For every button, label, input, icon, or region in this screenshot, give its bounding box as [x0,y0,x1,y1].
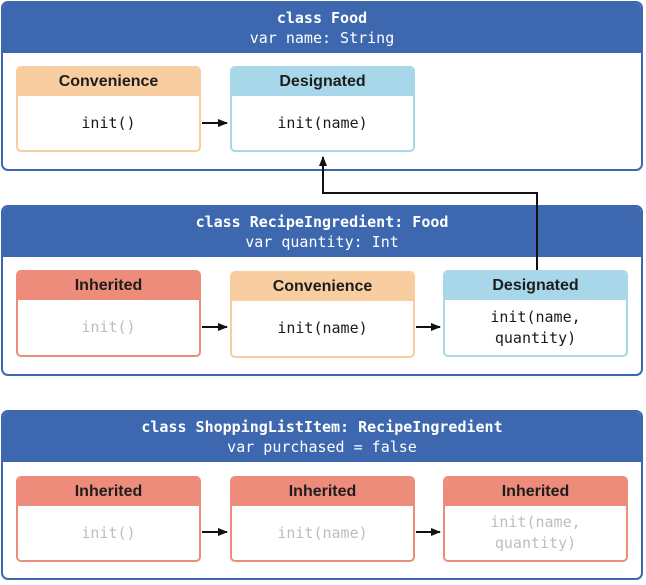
shopping-list-item-class-title: class ShoppingListItem: RecipeIngredient [141,418,503,436]
recipe-ingredient-designated-init: init(name, quantity) [490,307,581,347]
recipe-ingredient-class-header: class RecipeIngredient: Food var quantit… [3,207,641,257]
recipe-ingredient-convenience-init: init(name) [277,319,368,337]
food-designated-init: init(name) [277,113,368,132]
recipe-ingredient-designated-label: Designated [445,272,626,300]
shopping-list-item-inherited-label-2: Inherited [232,478,413,506]
recipe-ingredient-designated-init-box: Designated init(name, quantity) [443,270,628,357]
recipe-ingredient-class-property: var quantity: Int [245,233,399,251]
food-class-header: class Food var name: String [3,3,641,53]
food-convenience-init: init() [81,113,136,132]
shopping-list-item-inherited-init-box-3: Inherited init(name, quantity) [443,476,628,562]
food-convenience-init-box: Convenience init() [16,66,201,152]
shopping-list-item-inherited-init-2: init(name) [277,523,368,542]
recipe-ingredient-convenience-label: Convenience [232,273,413,301]
shopping-list-item-inherited-label-3: Inherited [445,478,626,506]
shopping-list-item-inherited-init-box-1: Inherited init() [16,476,201,562]
recipe-ingredient-inherited-label: Inherited [18,272,199,300]
shopping-list-item-class-property: var purchased = false [227,438,417,456]
shopping-list-item-inherited-init-box-2: Inherited init(name) [230,476,415,562]
recipe-ingredient-convenience-init-box: Convenience init(name) [230,271,415,358]
shopping-list-item-inherited-init-3: init(name, quantity) [490,513,581,552]
food-designated-init-box: Designated init(name) [230,66,415,152]
food-convenience-label: Convenience [18,68,199,96]
recipe-ingredient-inherited-init: init() [81,318,136,336]
recipe-ingredient-class-title: class RecipeIngredient: Food [195,213,449,231]
recipe-ingredient-inherited-init-box: Inherited init() [16,270,201,357]
shopping-list-item-inherited-label-1: Inherited [18,478,199,506]
food-designated-label: Designated [232,68,413,96]
food-class-title: class Food [276,9,368,27]
shopping-list-item-inherited-init-1: init() [81,523,136,542]
shopping-list-item-class-header: class ShoppingListItem: RecipeIngredient… [3,412,641,462]
food-class-property: var name: String [249,29,395,47]
